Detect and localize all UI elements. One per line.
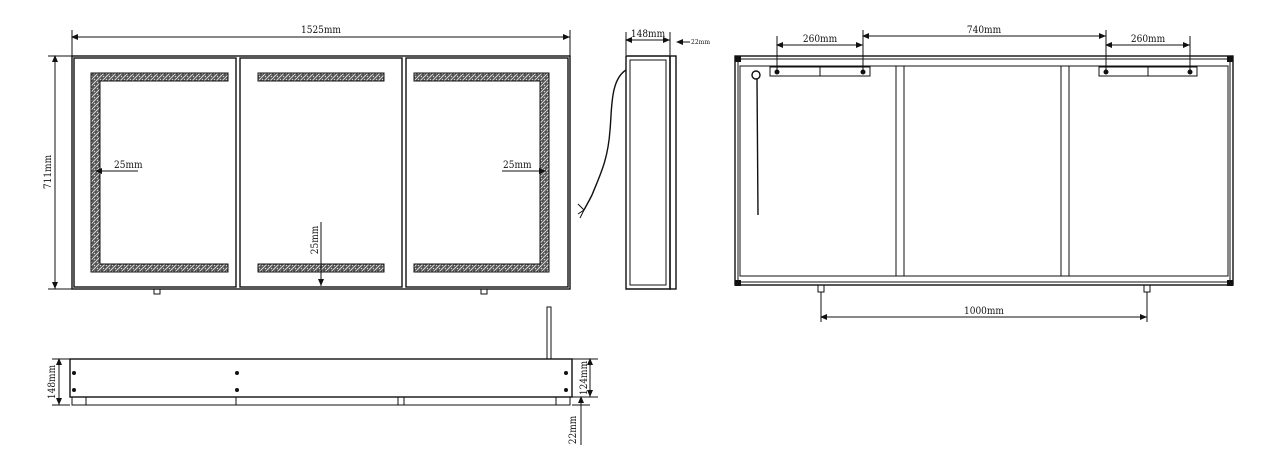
led-left-inset-label: 25mm <box>114 160 143 171</box>
top-view: 148mm 124mm 22mm <box>47 306 598 445</box>
top-screw-1 <box>72 371 76 375</box>
front-cabinet-outline <box>71 55 571 290</box>
top-screw-2 <box>72 388 76 392</box>
side-view: 148mm 22mm <box>577 29 710 290</box>
top-depth-label: 148mm <box>47 364 58 399</box>
led-right-inset-label: 25mm <box>503 160 532 171</box>
back-divider-left <box>895 65 905 277</box>
back-corner-tr <box>1227 56 1233 62</box>
top-door-dimension: 22mm <box>568 396 590 445</box>
back-corner-br <box>1227 280 1233 286</box>
front-width-dimension: 1525mm <box>71 25 571 56</box>
back-top-dimensions: 260mm 740mm 260mm <box>776 25 1191 72</box>
cable-end-icon <box>577 203 585 219</box>
back-cabinet-outline <box>734 55 1234 286</box>
top-door-strip <box>71 396 571 406</box>
bracket-left-label: 260mm <box>803 34 838 45</box>
front-view: 1525mm 711mm 25mm <box>43 25 571 295</box>
mounting-bracket-left <box>769 66 871 77</box>
back-frame-edge <box>737 58 1231 283</box>
side-cabinet-inner <box>629 59 667 286</box>
back-bottom-dimension: 1000mm <box>820 292 1148 322</box>
bottom-hook-left <box>817 284 825 293</box>
top-body-label: 124mm <box>579 360 590 395</box>
led-right-inset-dimension: 25mm <box>502 160 546 174</box>
top-screw-6 <box>564 388 568 392</box>
top-cabinet-body <box>69 358 573 398</box>
bracket-spacing-label: 740mm <box>967 25 1002 36</box>
led-bottom-inset-label: 25mm <box>310 225 321 254</box>
back-view: 260mm 740mm 260mm <box>734 25 1234 322</box>
back-inner-frame <box>739 65 1229 277</box>
side-door-label: 22mm <box>691 39 710 46</box>
led-frame-right <box>413 72 550 273</box>
bottom-spacing-label: 1000mm <box>964 306 1004 317</box>
front-door-right <box>405 57 569 288</box>
top-depth-dimension: 148mm <box>47 358 70 406</box>
back-divider-right <box>1060 65 1070 277</box>
top-body-dimension: 124mm <box>572 358 598 398</box>
top-door-label: 22mm <box>568 415 579 444</box>
sensor-left <box>153 288 161 295</box>
side-door-profile <box>669 55 677 290</box>
led-left-inset-dimension: 25mm <box>95 160 143 174</box>
bracket-right-label: 260mm <box>1131 34 1166 45</box>
side-door-dimension: 22mm <box>676 39 710 46</box>
front-door-middle <box>239 57 403 288</box>
cable-grommet <box>751 70 761 80</box>
mounting-bracket-right <box>1098 66 1198 77</box>
led-bottom-inset-dimension: 25mm <box>310 222 324 286</box>
bottom-hook-right <box>1143 284 1151 293</box>
top-screw-5 <box>564 371 568 375</box>
sensor-right <box>480 288 488 295</box>
side-depth-dimension: 148mm <box>625 29 671 55</box>
top-screw-3 <box>235 371 239 375</box>
led-strip-middle-top <box>257 72 385 82</box>
power-cable <box>583 69 627 211</box>
front-width-label: 1525mm <box>301 25 341 36</box>
back-corner-bl <box>735 280 741 286</box>
front-door-left <box>73 57 237 288</box>
side-cabinet-body <box>625 55 671 290</box>
top-cable-stub <box>546 306 552 360</box>
back-corner-tl <box>735 56 741 62</box>
front-height-label: 711mm <box>43 154 54 189</box>
top-screw-4 <box>235 388 239 392</box>
led-frame-left <box>90 72 229 273</box>
back-cable <box>756 78 759 216</box>
front-height-dimension: 711mm <box>43 55 72 290</box>
side-depth-label: 148mm <box>631 29 666 40</box>
